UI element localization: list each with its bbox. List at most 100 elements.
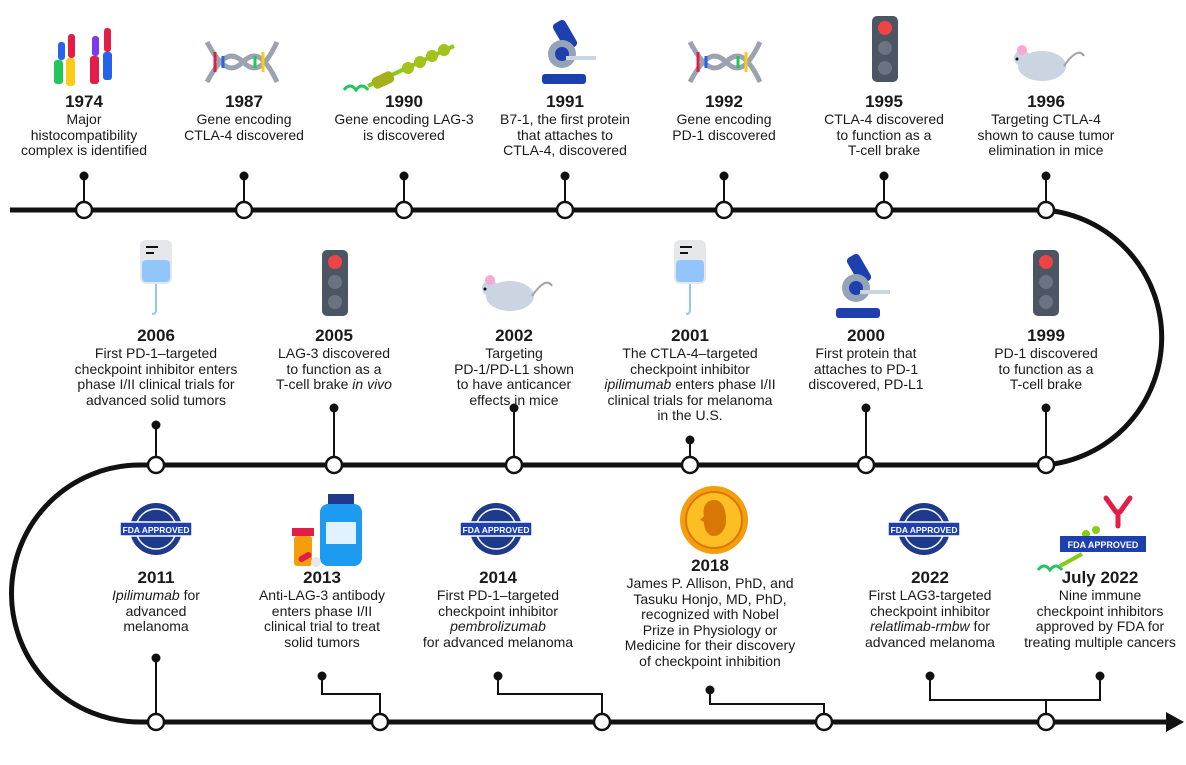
microscope-icon xyxy=(542,19,596,84)
event-description-line: enters phase I/II xyxy=(271,602,373,619)
event-description-line: T-cell brake xyxy=(847,142,921,158)
event-description-line: Ipilimumab for xyxy=(112,587,200,603)
event-description-line: checkpoint inhibitor xyxy=(630,360,750,377)
mouse-icon xyxy=(482,275,553,311)
serpentine-line xyxy=(9,207,1168,725)
event-description-line: that attaches to xyxy=(517,126,613,143)
event-description-line: pembrolizumab xyxy=(450,618,546,634)
svg-text:FDA APPROVED: FDA APPROVED xyxy=(463,525,530,535)
event-description-line: The CTLA-4–targeted xyxy=(622,345,758,361)
event-description-line: of checkpoint inhibition xyxy=(639,652,781,669)
event-year: 1995 xyxy=(865,92,903,111)
event-description-line: recognized with Nobel xyxy=(641,606,779,622)
event-description-line: melanoma xyxy=(123,618,189,634)
stem-dot xyxy=(685,435,695,445)
event-description-line: is discovered xyxy=(363,126,445,143)
event-year: 1987 xyxy=(225,92,263,111)
protein-chain-icon xyxy=(342,44,455,93)
event-year: 1996 xyxy=(1027,92,1065,111)
event-description-line: First protein that xyxy=(815,345,917,361)
event-description-line: Anti-LAG-3 antibody xyxy=(258,587,386,603)
fda-seal-icon: FDA APPROVED xyxy=(119,503,193,555)
event-description-line: Major xyxy=(66,111,102,127)
fda-seal-icon: FDA APPROVED xyxy=(887,503,961,555)
event-year: 1991 xyxy=(546,92,584,111)
event-description-line: Tasuku Honjo, MD, PhD, xyxy=(633,590,787,607)
dna-icon xyxy=(204,40,280,84)
timeline-node xyxy=(146,455,166,475)
event-description-line: Nine immune xyxy=(1058,587,1142,603)
event-description-line: in the U.S. xyxy=(657,407,723,423)
event-description-line: CTLA-4 discovered xyxy=(184,126,304,143)
event-description-line: attaches to PD-1 xyxy=(813,360,919,377)
event-description-line: ipilimumab enters phase I/II xyxy=(604,376,776,392)
event-year: 1974 xyxy=(65,92,103,111)
event-year: 2022 xyxy=(911,568,949,587)
traffic-light-icon xyxy=(1033,250,1059,316)
connector-line xyxy=(929,676,1101,701)
dna-icon xyxy=(687,40,763,84)
event-description-line: approved by FDA for xyxy=(1035,618,1165,634)
event-description-line: Gene encoding xyxy=(196,111,292,127)
stem-dot xyxy=(493,671,503,681)
event-year: 2000 xyxy=(847,326,885,345)
timeline-node xyxy=(234,200,254,220)
event-year: 1990 xyxy=(385,92,423,111)
event-description-line: elimination in mice xyxy=(988,142,1104,158)
event-description-line: Targeting xyxy=(485,345,543,361)
timeline-node xyxy=(592,712,612,732)
timeline-node xyxy=(555,200,575,220)
event-description-line: First PD-1–targeted xyxy=(436,587,560,603)
event-description-line: to function as a xyxy=(286,360,382,377)
event-description-line: checkpoint inhibitor xyxy=(438,602,558,619)
event-description-line: James P. Allison, PhD, and xyxy=(626,575,794,591)
timeline-node xyxy=(856,455,876,475)
stem-dot xyxy=(509,403,519,413)
event-description-line: relatlimab-rmbw for xyxy=(870,618,990,634)
event-year: 2013 xyxy=(303,568,341,587)
event-year: 1999 xyxy=(1027,326,1065,345)
connector-line xyxy=(497,676,603,722)
event-description-line: CTLA-4 discovered xyxy=(824,111,944,127)
traffic-light-icon xyxy=(322,250,348,316)
stem-dot xyxy=(1041,171,1051,181)
stem-dot xyxy=(399,171,409,181)
antibody-icon xyxy=(54,28,112,86)
stem-dot xyxy=(1041,403,1051,413)
event-description-line: PD-1/PD-L1 shown xyxy=(454,360,574,377)
traffic-light-icon xyxy=(872,16,898,82)
event-year: 2018 xyxy=(691,556,729,575)
event-description-line: clinical trials for melanoma xyxy=(607,391,773,408)
mouse-icon xyxy=(1014,45,1085,81)
event-year: 2001 xyxy=(671,326,709,345)
timeline-node xyxy=(714,200,734,220)
event-description-line: B7-1, the first protein xyxy=(500,111,630,127)
event-description-line: clinical trial to treat xyxy=(264,618,380,634)
timeline-node xyxy=(370,712,390,732)
event-year: 2006 xyxy=(137,326,175,345)
timeline-node xyxy=(74,200,94,220)
event-description-line: checkpoint inhibitor xyxy=(870,602,990,619)
timeline-node xyxy=(1036,712,1056,732)
event-description-line: Gene encoding xyxy=(676,111,772,127)
stem-dot xyxy=(151,653,161,663)
event-description-line: histocompatibility xyxy=(30,126,138,143)
event-description-line: LAG-3 discovered xyxy=(277,345,391,361)
stem-dot xyxy=(329,403,339,413)
event-year: July 2022 xyxy=(1061,568,1139,587)
svg-text:FDA APPROVED: FDA APPROVED xyxy=(1068,540,1139,550)
event-description-line: discovered, PD-L1 xyxy=(808,376,924,392)
connector-line xyxy=(709,690,825,722)
stem-dot xyxy=(879,171,889,181)
